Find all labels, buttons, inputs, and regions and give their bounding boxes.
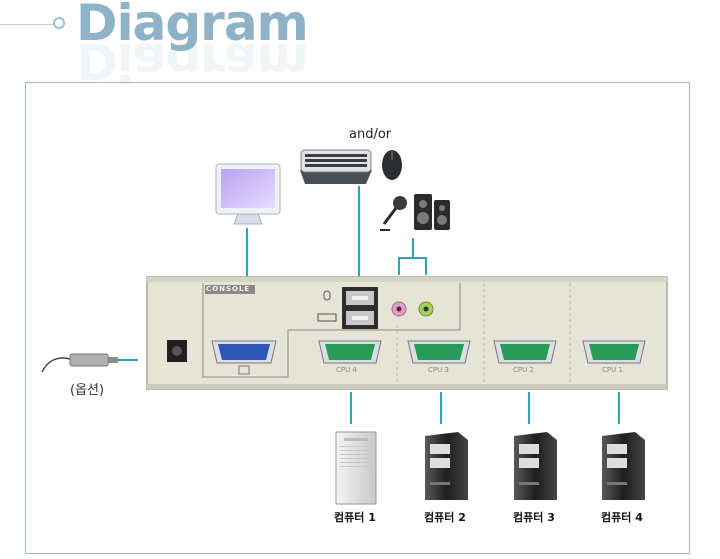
- cpu1-vga-port: [582, 340, 646, 364]
- console-vga-port: [211, 340, 277, 364]
- cpu4-port-label: CPU 4: [336, 366, 357, 374]
- usb-ports: [342, 287, 378, 329]
- console-label: CONSOLE: [206, 285, 251, 293]
- cpu1-port-label: CPU 1: [602, 366, 623, 374]
- kvm-switch: [146, 276, 668, 390]
- keyboard-port-icon: [317, 313, 337, 322]
- mouse-port-icon: [323, 290, 331, 301]
- speakers-icon: [414, 194, 450, 230]
- keyboard-icon: [300, 149, 372, 184]
- page-title: Diagram: [76, 0, 309, 52]
- cpu4-vga-port: [318, 340, 382, 364]
- andor-label: and/or: [349, 127, 392, 142]
- diagram-frame: [25, 82, 690, 554]
- computer-1-label: 컴퓨터 1: [334, 511, 376, 524]
- computer-tower-icon: [602, 432, 645, 500]
- monitor-icon: [215, 163, 281, 225]
- computer-3-label: 컴퓨터 3: [513, 511, 555, 524]
- option-label: (옵션): [70, 383, 105, 398]
- audio-cable: [398, 238, 414, 275]
- title-area: Diagram Diagram: [0, 0, 360, 90]
- cpu2-vga-port: [493, 340, 557, 364]
- title-line: [0, 24, 64, 25]
- computer-tower-icon: [514, 432, 557, 500]
- microphone-icon: [380, 196, 407, 231]
- computer-tower-icon: [335, 431, 377, 505]
- computer-tower-icon: [425, 432, 468, 500]
- monitor-port-icon: [238, 365, 250, 375]
- mouse-icon: [382, 150, 402, 180]
- computer-4-label: 컴퓨터 4: [601, 511, 643, 524]
- power-adapter-icon: [41, 353, 118, 373]
- audio-cable-2: [413, 257, 427, 275]
- cpu3-vga-port: [407, 340, 471, 364]
- cpu3-port-label: CPU 3: [428, 366, 449, 374]
- computer-2-label: 컴퓨터 2: [424, 511, 466, 524]
- title-bullet-icon: [53, 17, 65, 29]
- cpu2-port-label: CPU 2: [513, 366, 534, 374]
